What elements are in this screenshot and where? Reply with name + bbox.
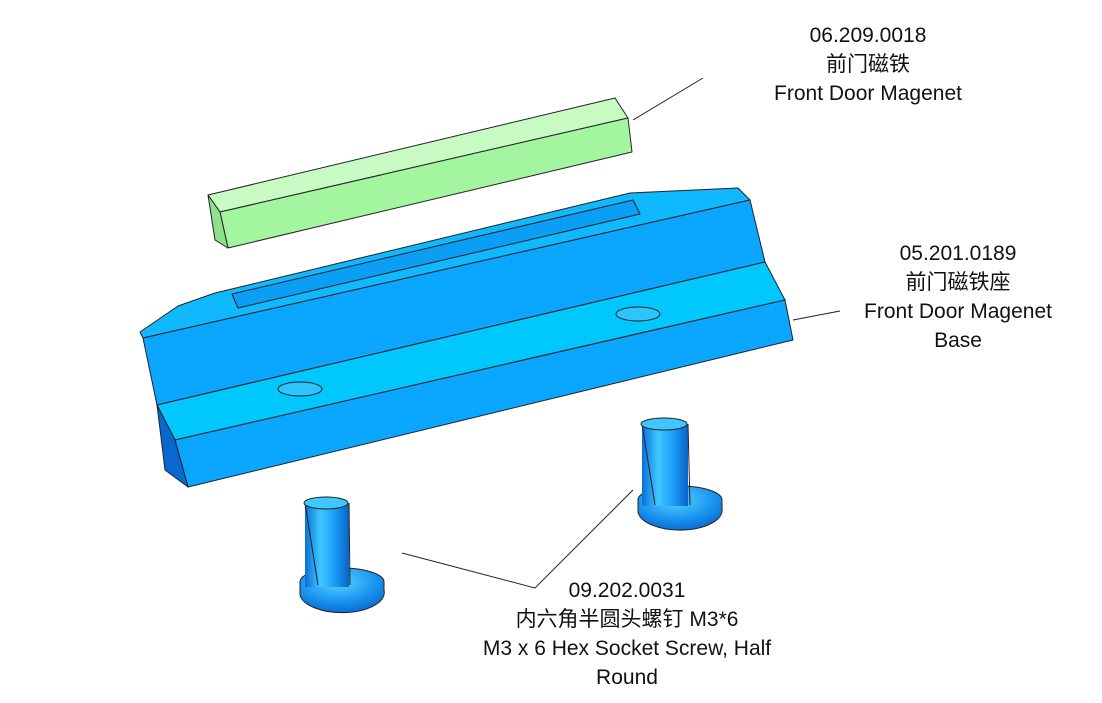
base-name-en-line2: Base (934, 329, 982, 352)
leader-lines (401, 77, 841, 589)
base-end-face (156, 404, 189, 488)
base-name-cn: 前门磁铁座 (905, 271, 1011, 294)
leader-line-screw (401, 489, 634, 589)
base-name-en-line1: Front Door Magenet (864, 300, 1052, 323)
screw-part-left (299, 496, 385, 614)
mounting-hole (615, 306, 661, 322)
magnet-part (207, 97, 633, 249)
magnet-name-cn: 前门磁铁 (826, 53, 910, 76)
screw-callout: 09.202.0031 内六角半圆头螺钉 M3*6 M3 x 6 Hex Soc… (483, 576, 771, 692)
magnet-name-en: Front Door Magenet (774, 82, 962, 105)
screw-name-en-line2: Round (596, 666, 658, 689)
leader-line-base (792, 310, 841, 321)
magnet-part-number: 06.209.0018 (809, 24, 927, 47)
screw-name-cn: 内六角半圆头螺钉 M3*6 (515, 608, 739, 631)
base-part-number: 05.201.0189 (899, 242, 1017, 265)
base-callout: 05.201.0189 前门磁铁座 Front Door Magenet Bas… (864, 239, 1052, 355)
base-part (139, 187, 794, 488)
magnet-callout: 06.209.0018 前门磁铁 Front Door Magenet (774, 21, 962, 108)
screw-name-en-line1: M3 x 6 Hex Socket Screw, Half (482, 637, 772, 660)
screw-part-right (637, 417, 723, 531)
magnet-end-face (207, 194, 229, 249)
mounting-hole (277, 381, 323, 397)
screw-part-number: 09.202.0031 (568, 579, 686, 602)
base-slot (231, 199, 641, 309)
leader-line-magnet (632, 77, 704, 121)
